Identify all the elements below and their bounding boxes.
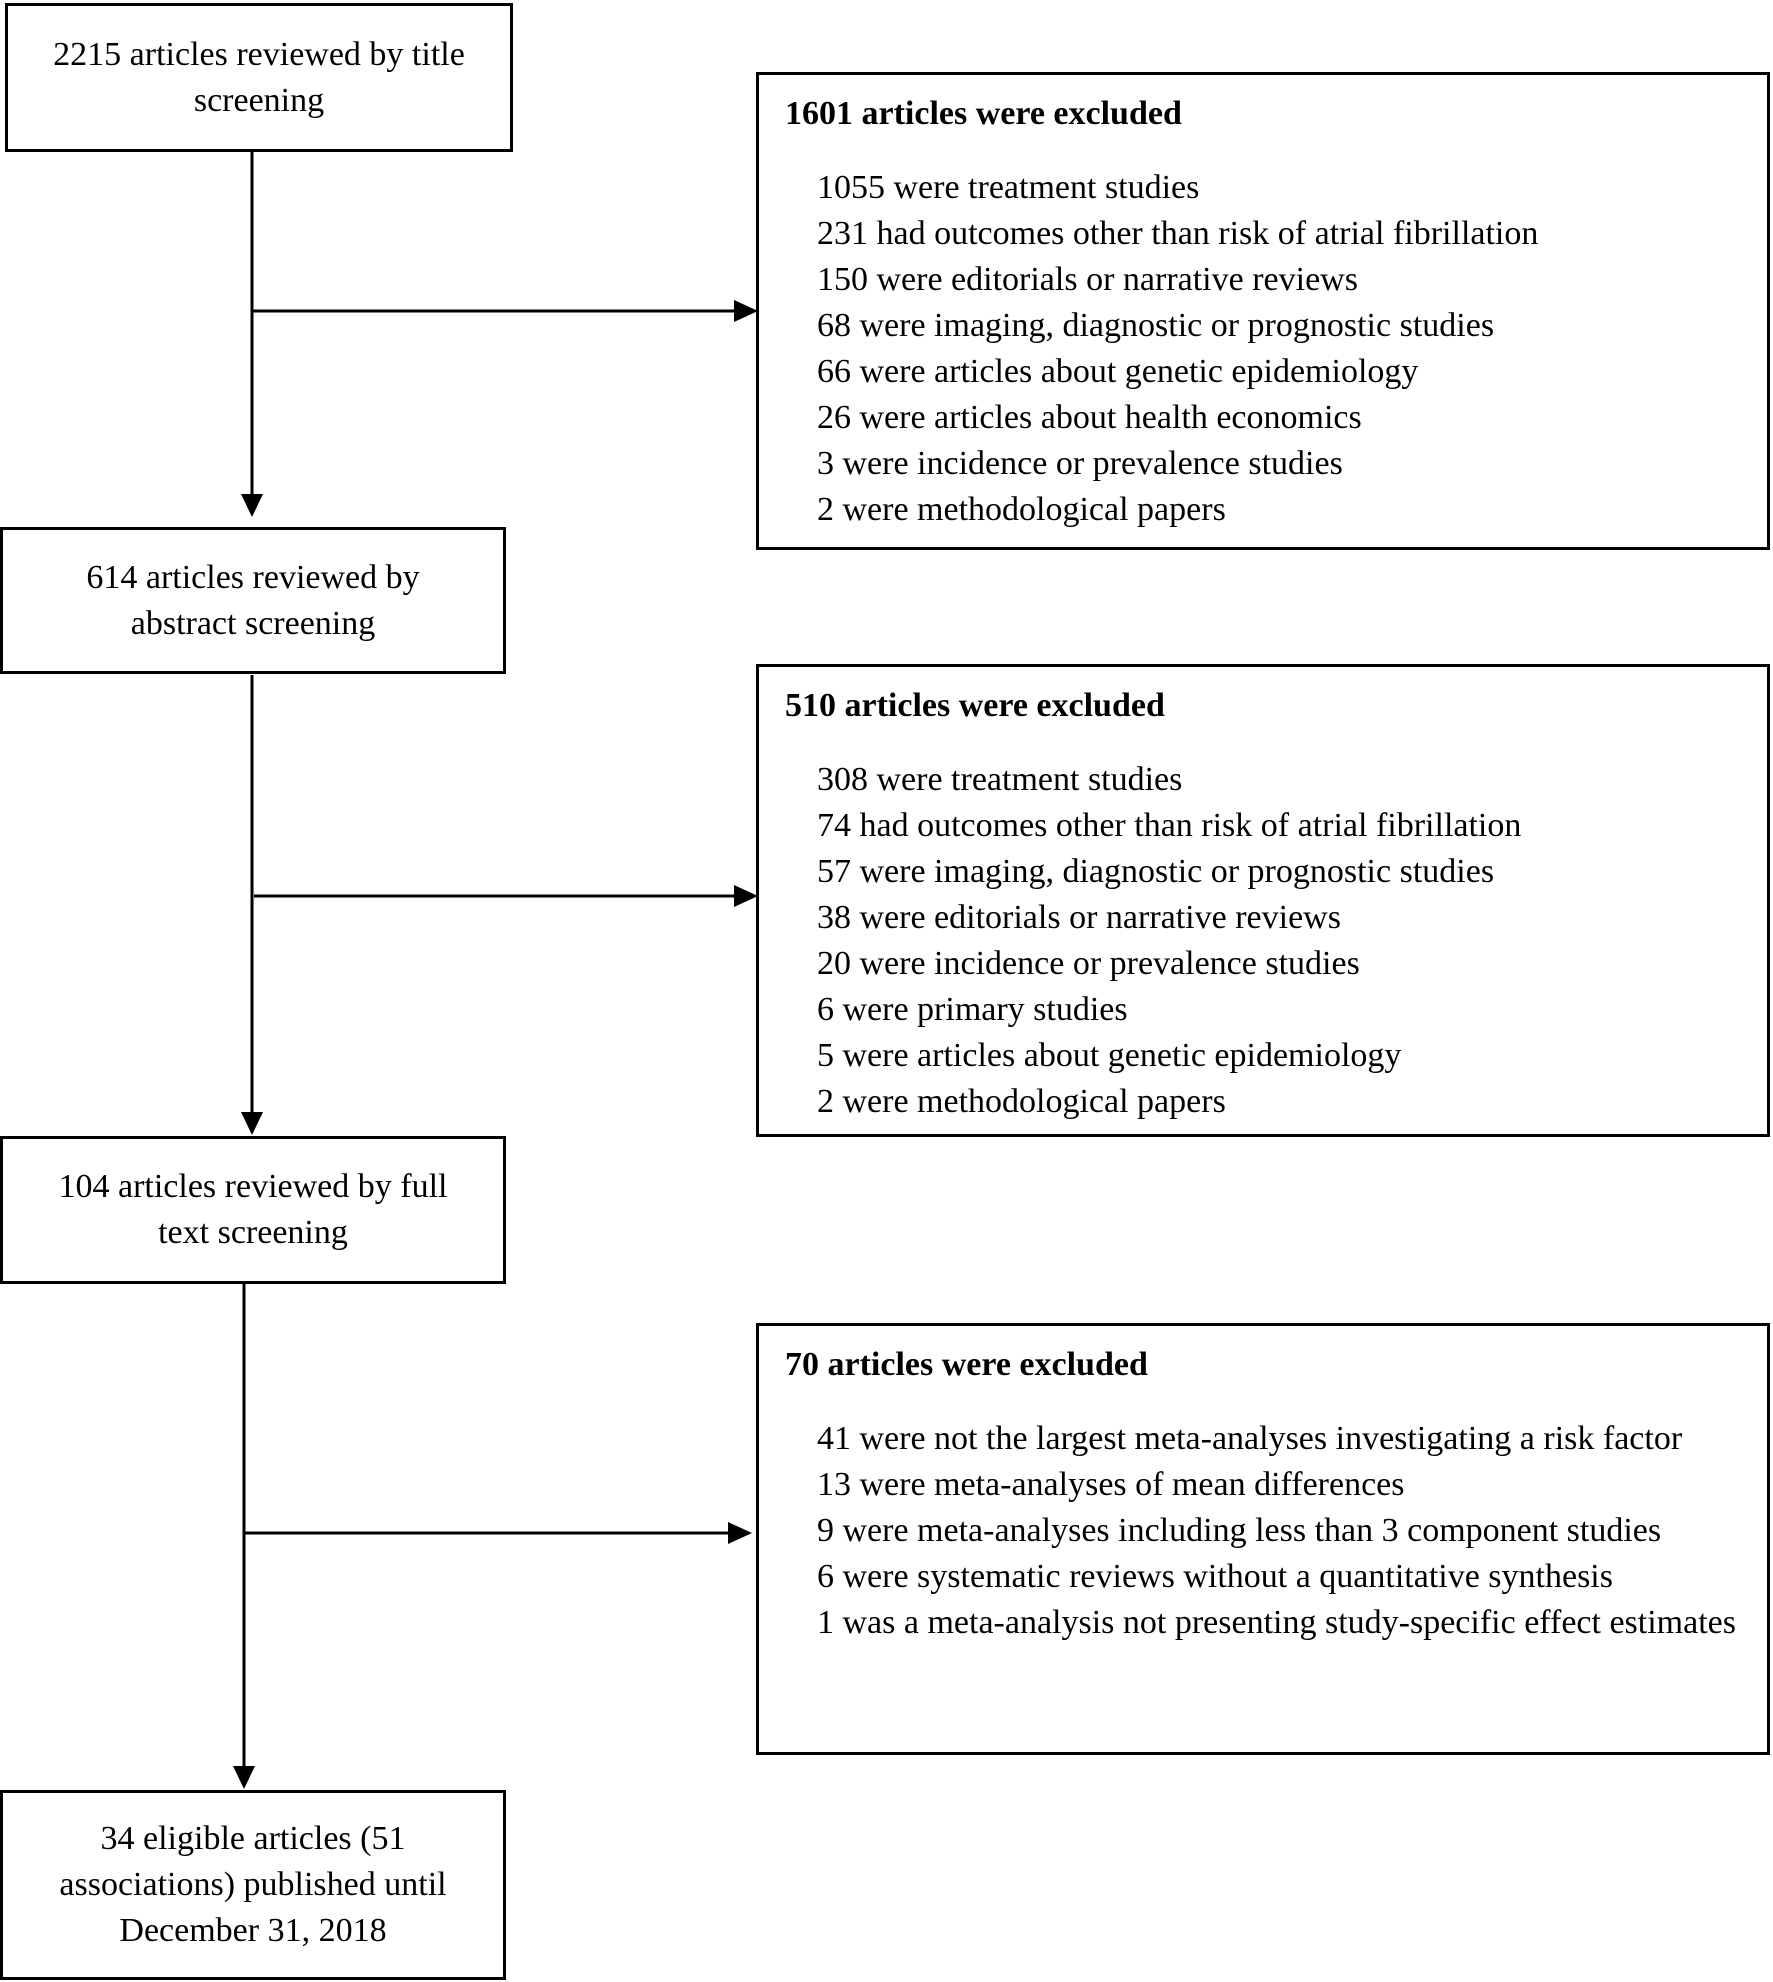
exclusion-reason: 231 had outcomes other than risk of atri…: [817, 215, 1539, 252]
exclusion-reasons-list: 41 were not the largest meta-analyses in…: [817, 1416, 1757, 1646]
flow-arrowhead-2: [241, 1112, 263, 1135]
exclusion-reason: 2 were methodological papers: [817, 491, 1226, 528]
exclusion-arrowhead-3: [728, 1522, 752, 1544]
exclusion-reason: 74 had outcomes other than risk of atria…: [817, 807, 1522, 844]
exclusion-arrowhead-1: [734, 300, 758, 322]
exclusion-title: 510 articles were excluded: [785, 687, 1165, 724]
stage-text-line: text screening: [158, 1214, 348, 1251]
exclusion-box-full-text-screening: 70 articles were excluded 41 were not th…: [756, 1323, 1770, 1755]
exclusion-reason: 1 was a meta-analysis not presenting stu…: [817, 1604, 1736, 1641]
exclusion-reason: 26 were articles about health economics: [817, 399, 1362, 436]
exclusion-reasons-list: 1055 were treatment studies 231 had outc…: [817, 165, 1757, 533]
exclusion-reason: 6 were primary studies: [817, 991, 1128, 1028]
stage-text-line: 34 eligible articles (51: [100, 1820, 406, 1857]
stage-text-line: screening: [193, 81, 325, 119]
exclusion-reasons-list: 308 were treatment studies 74 had outcom…: [817, 757, 1757, 1125]
exclusion-reason: 1055 were treatment studies: [817, 169, 1200, 206]
stage-text-line: abstract screening: [130, 604, 376, 642]
stage-box-eligible-articles: 34 eligible articles (51 associations) p…: [0, 1790, 506, 1980]
flow-arrowhead-3: [233, 1766, 255, 1789]
exclusion-reason: 68 were imaging, diagnostic or prognosti…: [817, 307, 1495, 344]
exclusion-reason: 57 were imaging, diagnostic or prognosti…: [817, 853, 1495, 890]
stage-box-title-screening: 2215 articles reviewed by title screenin…: [5, 3, 513, 152]
exclusion-box-abstract-screening: 510 articles were excluded 308 were trea…: [756, 664, 1770, 1137]
stage-text-line: associations) published until: [59, 1866, 447, 1903]
stage-text-line: 104 articles reviewed by full: [58, 1168, 448, 1205]
exclusion-reason: 6 were systematic reviews without a quan…: [817, 1558, 1613, 1595]
stage-text-line: December 31, 2018: [119, 1912, 387, 1949]
exclusion-reason: 3 were incidence or prevalence studies: [817, 445, 1343, 482]
exclusion-reason: 66 were articles about genetic epidemiol…: [817, 353, 1419, 390]
exclusion-reason: 20 were incidence or prevalence studies: [817, 945, 1360, 982]
stage-text-line: 614 articles reviewed by: [86, 558, 420, 596]
exclusion-reason: 38 were editorials or narrative reviews: [817, 899, 1341, 936]
stage-text-line: 2215 articles reviewed by title: [53, 35, 465, 73]
exclusion-arrowhead-2: [734, 885, 758, 907]
flow-arrowhead-1: [241, 494, 263, 517]
exclusion-reason: 150 were editorials or narrative reviews: [817, 261, 1358, 298]
exclusion-reason: 9 were meta-analyses including less than…: [817, 1512, 1662, 1549]
exclusion-reason: 13 were meta-analyses of mean difference…: [817, 1466, 1405, 1503]
exclusion-reason: 41 were not the largest meta-analyses in…: [817, 1420, 1683, 1457]
exclusion-reason: 308 were treatment studies: [817, 761, 1183, 798]
exclusion-reason: 2 were methodological papers: [817, 1083, 1226, 1120]
exclusion-box-title-screening: 1601 articles were excluded 1055 were tr…: [756, 72, 1770, 550]
exclusion-title: 70 articles were excluded: [785, 1346, 1148, 1383]
exclusion-reason: 5 were articles about genetic epidemiolo…: [817, 1037, 1402, 1074]
exclusion-title: 1601 articles were excluded: [785, 95, 1182, 132]
stage-box-full-text-screening: 104 articles reviewed by full text scree…: [0, 1136, 506, 1284]
stage-box-abstract-screening: 614 articles reviewed by abstract screen…: [0, 527, 506, 674]
